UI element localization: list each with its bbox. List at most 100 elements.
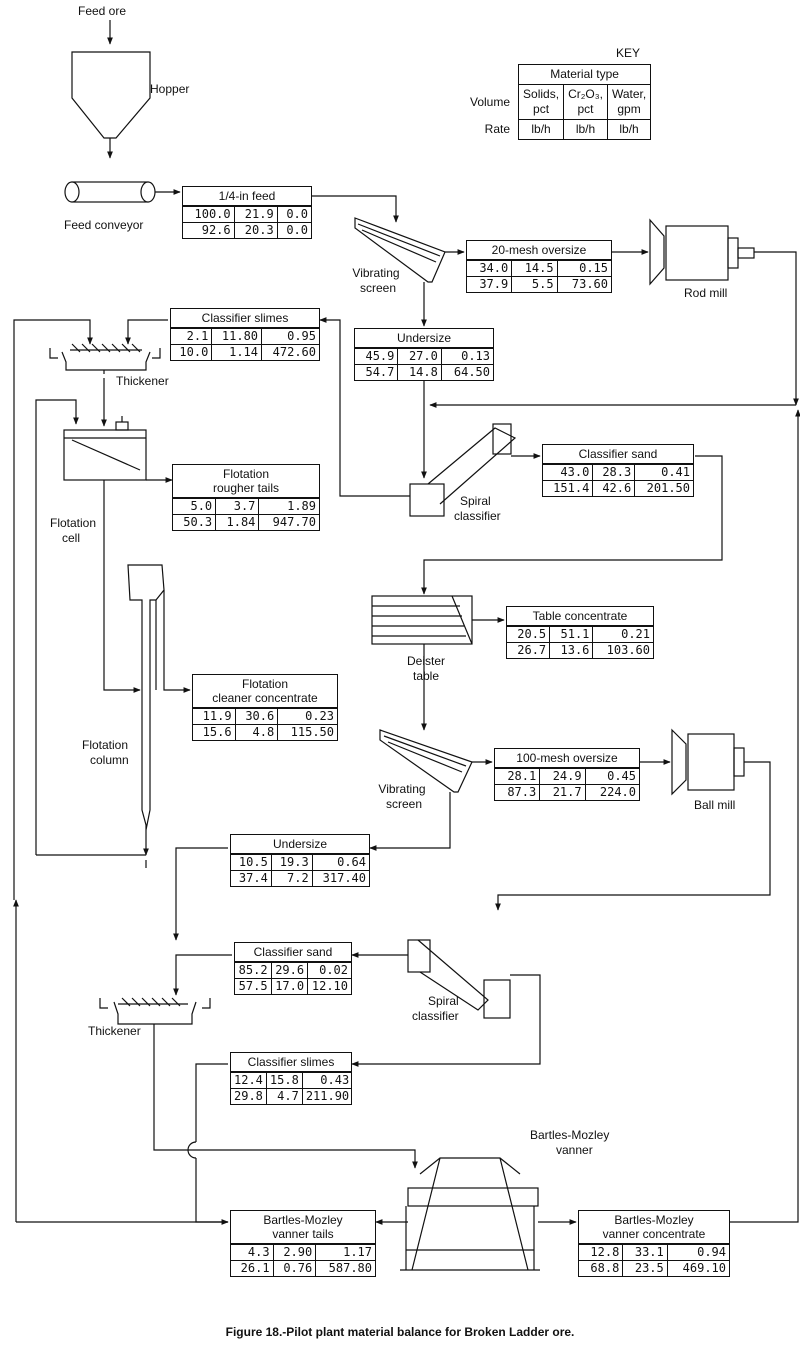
stream-value-cell: 469.10: [666, 1260, 729, 1276]
stream-title: Table concentrate: [507, 607, 653, 626]
stream-value-cell: 0.45: [584, 768, 639, 785]
stream-value-cell: 20.5: [507, 626, 551, 643]
stream-title-line: 20-mesh oversize: [491, 243, 587, 257]
key-col-cr2o3: Cr₂O₃, pct: [563, 84, 608, 120]
stream-title-line: Classifier slimes: [201, 311, 289, 325]
stream-value-cell: 0.21: [592, 626, 653, 643]
ball-mill-icon: [671, 728, 745, 796]
vibrating-screen-1-label-b: screen: [359, 281, 397, 295]
stream-title-line: Undersize: [272, 837, 328, 851]
stream-value-cell: 1.89: [258, 498, 319, 515]
stream-value-cell: 15.8: [265, 1072, 303, 1089]
vibrating-screen-2-label-a: Vibrating: [378, 782, 426, 796]
stream-title-line: Flotation: [241, 677, 289, 691]
spiral-classifier-icon: [407, 939, 511, 1019]
stream-value-cell: 30.6: [234, 708, 279, 725]
flotation-column-label-a: Flotation: [82, 738, 129, 752]
stream-value-cell: 92.6: [183, 222, 235, 238]
rod-mill-icon: [649, 218, 755, 286]
hopper-icon: [71, 51, 151, 139]
stream-value-cell: 201.50: [634, 480, 693, 496]
stream-value-cell: 11.80: [211, 328, 263, 345]
key-row-rate: Rate: [484, 122, 511, 136]
key-col-water: Water, gpm: [606, 84, 652, 120]
stream-title: Undersize: [231, 835, 369, 854]
stream-value-cell: 54.7: [355, 364, 399, 380]
stream-value-cell: 29.8: [231, 1088, 267, 1104]
spiral-classifier-2-label-a: Spiral: [428, 994, 459, 1008]
stream-value-cell: 0.76: [272, 1260, 317, 1276]
vibrating-screen-2-label-b: screen: [385, 797, 423, 811]
stream-value-cell: 28.1: [495, 768, 541, 785]
stream-value-cell: 43.0: [543, 464, 594, 481]
stream-value-cell: 5.0: [173, 498, 217, 515]
stream-title-line: Table concentrate: [532, 609, 628, 623]
stream-value-cell: 51.1: [549, 626, 594, 643]
thickener-icon: [49, 343, 161, 374]
stream-title-line: vanner concentrate: [602, 1227, 706, 1241]
stream-value-cell: 0.0: [276, 222, 311, 238]
stream-value-cell: 100.0: [183, 206, 235, 223]
stream-title: Classifier slimes: [171, 309, 319, 328]
stream-value-cell: 57.5: [235, 978, 272, 994]
stream-value-cell: 0.13: [440, 348, 493, 365]
stream-value-cell: 2.1: [171, 328, 213, 345]
stream-value-cell: 0.0: [276, 206, 311, 223]
stream-value-cell: 14.5: [511, 260, 558, 277]
stream-value-cell: 23.5: [622, 1260, 668, 1276]
stream-value-cell: 17.0: [270, 978, 309, 994]
stream-value-cell: 3.7: [215, 498, 260, 515]
stream-value-cell: 4.8: [234, 724, 279, 740]
deister-table-label-a: Deister: [406, 654, 446, 668]
stream-title: 100-mesh oversize: [495, 749, 639, 768]
stream-value-cell: 50.3: [173, 514, 217, 530]
stream-value-cell: 14.8: [397, 364, 442, 380]
key-unit-cr2o3: lb/h: [563, 119, 608, 140]
stream-value-cell: 12.8: [579, 1244, 624, 1261]
stream-title-line: cleaner concentrate: [212, 691, 318, 705]
spiral-classifier-icon: [409, 423, 517, 517]
spiral-classifier-2-label-b: classifier: [412, 1009, 459, 1023]
stream-value-cell: 45.9: [355, 348, 399, 365]
stream-value-cell: 13.6: [549, 642, 594, 658]
stream-value-cell: 211.90: [301, 1088, 353, 1104]
stream-value-cell: 1.17: [315, 1244, 375, 1261]
stream-title-line: vanner tails: [272, 1227, 334, 1241]
thickener-1-label: Thickener: [116, 374, 169, 388]
feed-conveyor-label: Feed conveyor: [64, 218, 144, 232]
stream-value-cell: 26.7: [507, 642, 551, 658]
stream-value-cell: 1.84: [215, 514, 260, 530]
stream-value-cell: 73.60: [556, 276, 611, 292]
stream-value-cell: 151.4: [543, 480, 594, 496]
